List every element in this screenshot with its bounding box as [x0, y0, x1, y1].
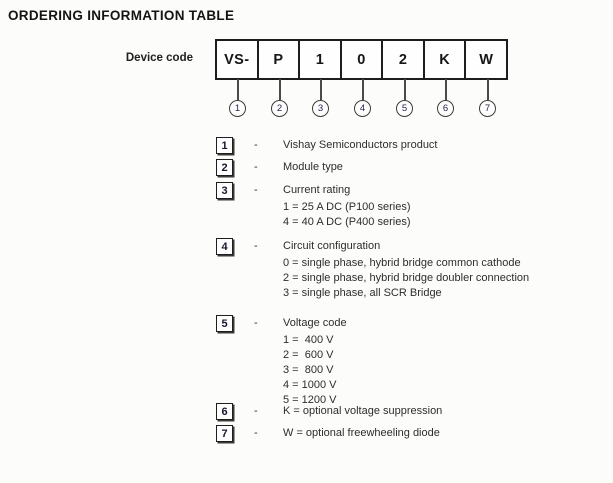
legend-label: Circuit configuration: [283, 240, 381, 252]
device-code-segment: P: [256, 41, 299, 78]
legend-dash: -: [254, 184, 258, 196]
legend-item-7: 7 - W = optional freewheeling diode: [216, 425, 440, 442]
legend-option: 1 = 400 V: [283, 334, 334, 346]
legend-dash: -: [254, 139, 258, 151]
callout-connector: [404, 79, 406, 100]
callout-circle: 6: [437, 100, 454, 117]
legend-item-3: 3 - Current rating 1 = 25 A DC (P100 ser…: [216, 182, 410, 230]
legend-dash: -: [254, 427, 258, 439]
legend-label: Voltage code: [283, 317, 347, 329]
device-code-segment: 1: [298, 41, 340, 78]
legend-option: 3 = single phase, all SCR Bridge: [283, 287, 442, 299]
callout-circle: 7: [479, 100, 496, 117]
legend-number-box: 1: [216, 137, 233, 154]
legend-options: 0 = single phase, hybrid bridge common c…: [283, 256, 529, 301]
callout-connector: [320, 79, 322, 100]
device-code-segment: 0: [339, 41, 382, 78]
legend-label: Current rating: [283, 184, 351, 196]
callout-connector: [445, 79, 447, 100]
page-title: ORDERING INFORMATION TABLE: [8, 8, 235, 23]
legend-number-box: 2: [216, 159, 233, 176]
callout-circle: 2: [271, 100, 288, 117]
legend-dash: -: [254, 240, 258, 252]
legend-options: 1 = 400 V 2 = 600 V 3 = 800 V 4 = 1000 V…: [283, 333, 347, 408]
legend-label: K = optional voltage suppression: [283, 405, 443, 417]
callout-circle: 5: [396, 100, 413, 117]
callout-circle: 3: [312, 100, 329, 117]
legend-number-box: 7: [216, 425, 233, 442]
legend-dash: -: [254, 317, 258, 329]
device-code-row: VS- P 1 0 2 K W: [215, 39, 508, 80]
device-code-segment: VS-: [224, 51, 250, 68]
legend-number-box: 5: [216, 315, 233, 332]
legend-item-5: 5 - Voltage code 1 = 400 V 2 = 600 V 3 =…: [216, 315, 347, 408]
legend-option: 3 = 800 V: [283, 364, 334, 376]
legend-label: Vishay Semiconductors product: [283, 139, 438, 151]
callout-connector: [279, 79, 281, 100]
legend-text: K = optional voltage suppression: [283, 403, 442, 420]
legend-item-2: 2 - Module type: [216, 159, 343, 176]
legend-item-1: 1 - Vishay Semiconductors product: [216, 137, 438, 154]
device-code-segment: W: [464, 41, 506, 78]
legend-text: W = optional freewheeling diode: [283, 425, 440, 442]
legend-text: Current rating 1 = 25 A DC (P100 series)…: [283, 182, 410, 230]
legend-text: Voltage code 1 = 400 V 2 = 600 V 3 = 800…: [283, 315, 347, 408]
legend-item-6: 6 - K = optional voltage suppression: [216, 403, 442, 420]
callout-circle: 4: [354, 100, 371, 117]
callout-circle: 1: [229, 100, 246, 117]
legend-text: Vishay Semiconductors product: [283, 137, 438, 154]
legend-option: 2 = single phase, hybrid bridge doubler …: [283, 272, 530, 284]
legend-option: 1 = 25 A DC (P100 series): [283, 201, 411, 213]
legend-label: W = optional freewheeling diode: [283, 427, 440, 439]
legend-text: Circuit configuration 0 = single phase, …: [283, 238, 529, 301]
legend-option: 4 = 1000 V: [283, 379, 337, 391]
legend-item-4: 4 - Circuit configuration 0 = single pha…: [216, 238, 529, 301]
legend-dash: -: [254, 161, 258, 173]
legend-number-box: 3: [216, 182, 233, 199]
callout-connector: [362, 79, 364, 100]
callout-connector: [237, 79, 239, 100]
device-code-segment: K: [422, 41, 465, 78]
legend-options: 1 = 25 A DC (P100 series) 4 = 40 A DC (P…: [283, 200, 410, 230]
legend-option: 4 = 40 A DC (P400 series): [283, 216, 411, 228]
legend-number-box: 4: [216, 238, 233, 255]
legend-text: Module type: [283, 159, 343, 176]
legend-label: Module type: [283, 161, 343, 173]
legend-option: 2 = 600 V: [283, 349, 334, 361]
legend-dash: -: [254, 405, 258, 417]
device-code-label: Device code: [125, 52, 193, 64]
callout-connector: [487, 79, 489, 100]
legend-option: 5 = 1200 V: [283, 394, 337, 406]
legend-option: 0 = single phase, hybrid bridge common c…: [283, 257, 521, 269]
device-code-segment: 2: [381, 41, 423, 78]
legend-number-box: 6: [216, 403, 233, 420]
